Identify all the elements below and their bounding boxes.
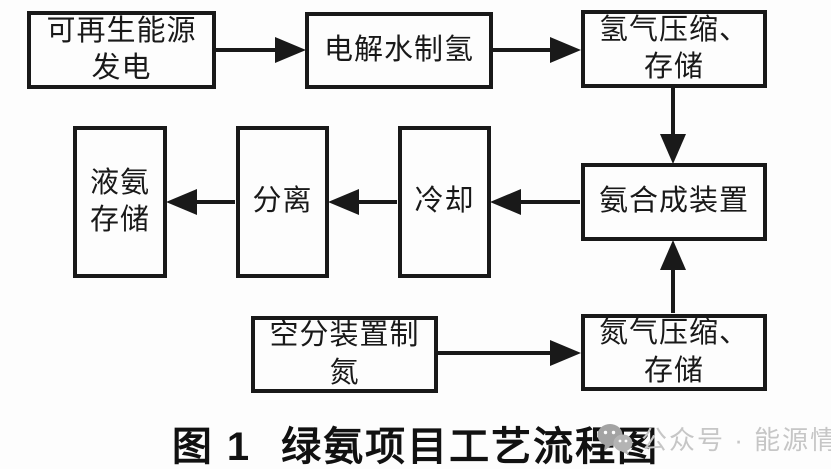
node-separation: 分离: [236, 126, 329, 278]
node-electrolysis: 电解水制氢: [305, 12, 493, 89]
arrow-renewable-to-electrolysis: [216, 37, 306, 63]
wechat-icon: [596, 422, 634, 456]
arrow-cooling-to-separation: [328, 189, 397, 215]
arrow-airsep-to-n2store: [438, 340, 581, 366]
figure-caption-label: 图 1: [171, 425, 252, 469]
node-h2-compress-store: 氢气压缩、 存储: [581, 10, 767, 88]
node-renewable-power: 可再生能源 发电: [27, 11, 216, 89]
watermark-text: 公众号 · 能源情报: [641, 425, 831, 455]
figure-caption: 图 1 绿氨项目工艺流程图: [0, 414, 831, 469]
node-air-separation-n2: 空分装置制 氮: [251, 316, 438, 393]
arrow-h2store-to-synthesis: [660, 88, 686, 164]
watermark: 公众号 · 能源情报: [596, 420, 831, 457]
node-n2-compress-store: 氮气压缩、 存储: [581, 314, 767, 391]
arrow-separation-to-liquidstore: [166, 189, 235, 215]
node-liquid-ammonia-storage: 液氨 存储: [73, 126, 167, 278]
figure-caption-title: 绿氨项目工艺流程图: [281, 425, 660, 469]
node-ammonia-synthesis: 氨合成装置: [581, 163, 767, 241]
node-cooling: 冷却: [398, 126, 491, 278]
arrow-electrolysis-to-h2store: [493, 37, 581, 63]
arrow-synthesis-to-cooling: [490, 189, 580, 215]
arrow-n2store-to-synthesis: [660, 240, 686, 313]
